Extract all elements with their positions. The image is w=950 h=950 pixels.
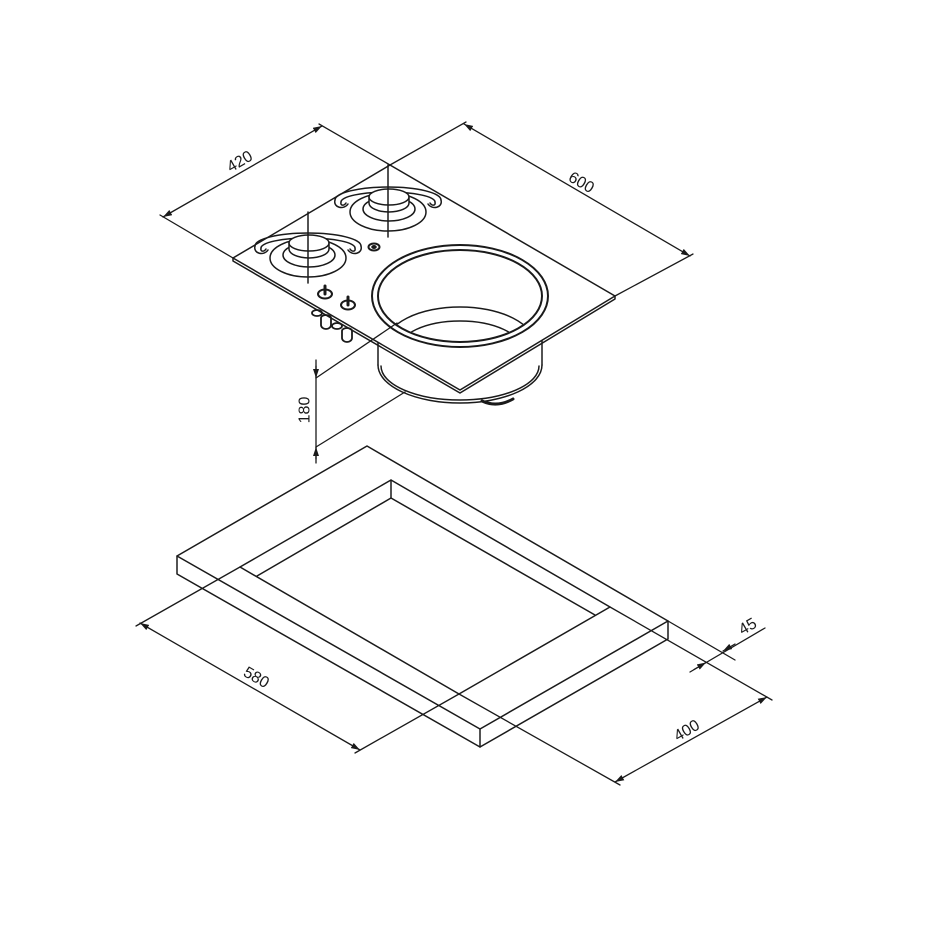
dimension-400 [458, 606, 773, 786]
sink-bowl-body [377, 337, 543, 406]
cutout-inner-wall-bottom [256, 497, 596, 616]
dimension-label-45: 45 [736, 615, 760, 639]
arrow-inner [693, 661, 707, 671]
extension-line [318, 123, 391, 166]
bowl-bottom-edge [377, 364, 543, 404]
dimension-label-580: 580 [240, 664, 272, 692]
arrow-outer [722, 643, 736, 652]
dimension-line [463, 123, 691, 257]
pan-support-loop-right-inner [349, 247, 356, 252]
pan-support-loop-left [334, 199, 349, 209]
spindle-3 [331, 322, 343, 330]
pan-support-loop-right [427, 199, 442, 209]
dimension-line [162, 125, 323, 218]
pan-support-loop-right-inner [429, 201, 436, 206]
extension-line [354, 693, 460, 754]
pan-support-loop-right [347, 245, 362, 255]
dimension-180 [313, 322, 406, 464]
dimension-line [139, 622, 361, 751]
burner-front [254, 211, 362, 284]
control-knob-1 [317, 284, 333, 300]
dimension-420 [159, 123, 391, 259]
extension-line [135, 566, 241, 627]
knob-spindles [311, 309, 353, 343]
pan-support-loop-left-inner [340, 201, 347, 206]
spindle-4 [341, 327, 353, 343]
extension-line [315, 322, 398, 379]
countertop [176, 445, 669, 748]
extension-line [614, 253, 694, 297]
spindle-2 [320, 314, 332, 330]
burner-cap-top [288, 234, 330, 252]
extension-line [389, 121, 467, 166]
sink-rim-outer [371, 244, 549, 348]
bowl-bottom-chamfer [380, 365, 540, 401]
hob-plate-top [232, 164, 616, 391]
extension-line [609, 606, 773, 701]
burner-rear [334, 164, 442, 238]
burner-cap-top [368, 188, 410, 206]
hob-plate-edge [232, 257, 616, 394]
igniter-outer [367, 242, 381, 252]
dimension-label-180: 180 [297, 397, 314, 424]
extension-line [667, 620, 736, 661]
dimension-45 [667, 620, 766, 673]
control-knob-2 [340, 295, 356, 311]
pan-support-loop-left-inner [260, 247, 267, 252]
extension-line [159, 214, 234, 259]
igniter-icon [367, 242, 381, 252]
hob-plate [232, 164, 616, 394]
spindle-1 [311, 309, 323, 317]
dimension-580 [135, 566, 460, 754]
dimension-label-400: 400 [671, 717, 703, 745]
extension-line [458, 693, 621, 786]
sink-rim-inner [377, 249, 543, 343]
igniter-center [371, 245, 377, 249]
dimension-label-420: 420 [224, 148, 256, 176]
dimension-line [614, 696, 768, 783]
dimension-600 [389, 121, 694, 297]
extension-line [315, 391, 406, 448]
pan-support-loop-left [254, 245, 269, 255]
drain-outlet [480, 397, 515, 406]
